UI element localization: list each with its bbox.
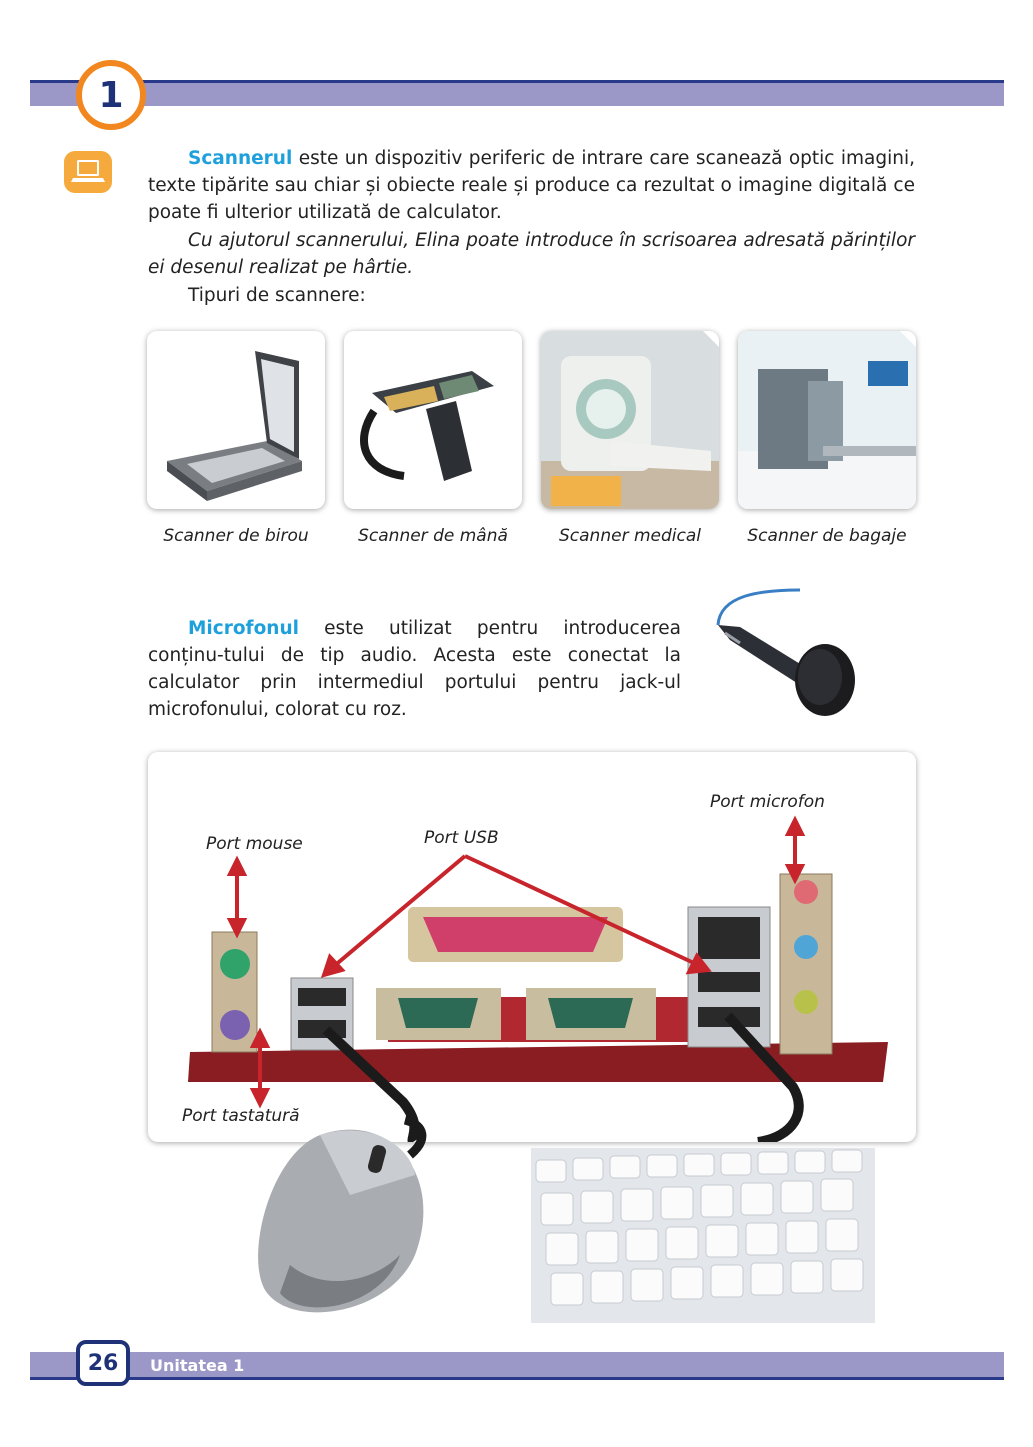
scanner-example: Cu ajutorul scannerului, Elina poate int… <box>148 227 915 281</box>
ports-diagram: Port mouse Port USB Port microfon Port t… <box>148 752 916 1142</box>
handheld-scanner-icon <box>360 371 494 481</box>
caption-flatbed: Scanner de birou <box>163 526 309 546</box>
page-number-box: 26 <box>76 1340 130 1386</box>
flatbed-scanner-icon <box>167 351 302 501</box>
caption-medical: Scanner medical <box>559 526 701 546</box>
scanner-definition: Scannerul este un dispozitiv periferic d… <box>148 145 915 226</box>
port-keyboard-label: Port tastatură <box>182 1106 300 1126</box>
mouse-icon <box>258 1115 427 1313</box>
microphone-definition: Microfonul este utilizat pentru introduc… <box>148 615 681 723</box>
keyboard-icon <box>531 1148 875 1323</box>
scanner-keyword: Scannerul <box>188 148 293 169</box>
baggage-scanner-icon <box>738 331 916 509</box>
port-mouse-label: Port mouse <box>206 834 303 854</box>
microphone-text: este utilizat pentru introducerea conțin… <box>148 618 681 720</box>
scanner-definition-text: este un dispozitiv periferic de intrare … <box>148 148 915 223</box>
footer-band <box>30 1352 1004 1380</box>
baggage-scanner-card <box>738 331 916 509</box>
flatbed-scanner-card <box>147 331 325 509</box>
microphone-keyword: Microfonul <box>188 618 299 639</box>
unit-number: 1 <box>98 74 124 116</box>
header-band <box>30 80 1004 106</box>
motherboard-back-panel <box>188 815 888 1142</box>
port-microphone-label: Port microfon <box>710 792 825 812</box>
unit-number-badge: 1 <box>76 60 146 130</box>
caption-baggage: Scanner de bagaje <box>747 526 907 546</box>
handheld-scanner-card <box>344 331 522 509</box>
computer-icon <box>64 151 112 193</box>
mri-scanner-icon <box>541 331 719 509</box>
mri-scanner-card <box>541 331 719 509</box>
page-number: 26 <box>87 1350 119 1376</box>
scanner-types-intro: Tipuri de scannere: <box>188 285 366 306</box>
caption-handheld: Scanner de mână <box>358 526 508 546</box>
microphone-icon <box>716 588 855 716</box>
port-usb-label: Port USB <box>424 828 499 848</box>
unit-label: Unitatea 1 <box>150 1356 245 1375</box>
scanner-example-text: Cu ajutorul scannerului, Elina poate int… <box>148 230 915 278</box>
